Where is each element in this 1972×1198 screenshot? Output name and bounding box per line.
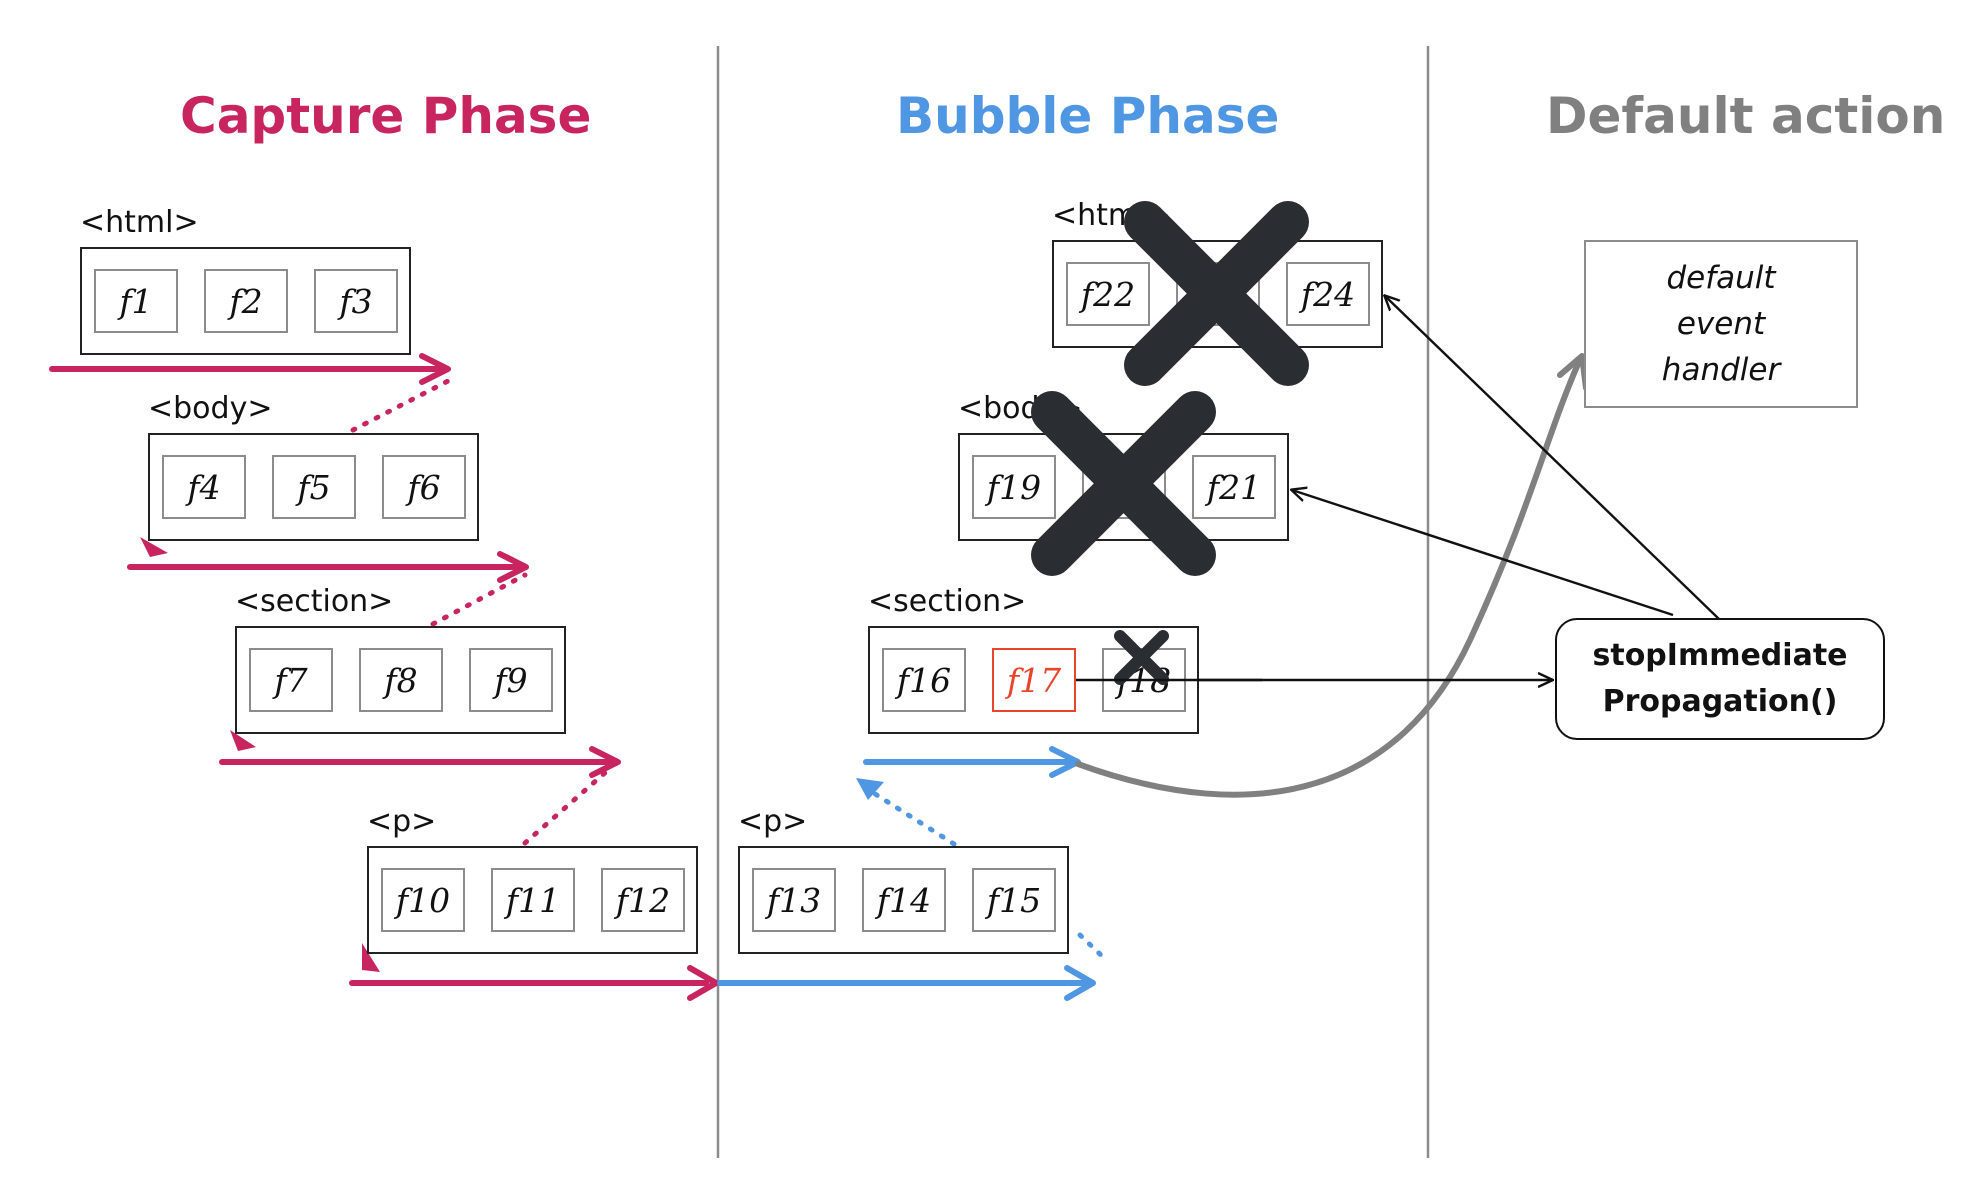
capture-html-tag: <html> [80,205,199,240]
handler-f18: f18 [1102,648,1186,712]
bubble-section-tag: <section> [868,584,1027,619]
handler-f1: f1 [94,269,178,333]
handler-f2: f2 [204,269,288,333]
capture-arrow-head-html [419,353,451,385]
capture-hook-section [230,730,256,751]
capture-dotted-section [430,572,528,627]
default-event-handler-box: default event handler [1584,240,1858,408]
capture-section-group: f7 f8 f9 [235,626,566,734]
handler-f4: f4 [162,455,246,519]
handler-f24: f24 [1286,262,1370,326]
capture-dotted-body [350,378,451,433]
capture-body-group: f4 f5 f6 [148,433,479,541]
bubble-section-group: f16 f17 f18 [868,626,1199,734]
handler-f20: f20 [1082,455,1166,519]
capture-dotted-p [522,768,610,846]
capture-body-tag: <body> [148,391,273,426]
handler-f16: f16 [882,648,966,712]
stop-box-line-1: stopImmediate [1592,638,1848,673]
stop-immediate-propagation-box: stopImmediate Propagation() [1555,618,1885,740]
capture-hook-body [140,537,168,557]
stop-line-to-html [1385,296,1721,621]
capture-p-group: f10 f11 f12 [367,846,698,954]
capture-hook-p [362,943,380,972]
handler-f12: f12 [601,868,685,932]
bubble-html-tag: <html> [1052,198,1171,233]
bubble-body-group: f19 f20 f21 [958,433,1289,541]
capture-section-tag: <section> [235,584,394,619]
bubble-p-tag: <p> [738,804,808,839]
capture-arrow-head-body [497,551,529,583]
bubble-dotted-section [869,789,957,847]
bubble-html-group: f22 f23 f24 [1052,240,1383,348]
handler-f8: f8 [359,648,443,712]
bubble-phase-heading: Bubble Phase [896,87,1280,145]
stop-line-to-body [1292,490,1674,617]
default-box-line-1: default [1666,260,1776,296]
handler-f17-highlighted: f17 [992,648,1076,712]
default-curve-arrow [1075,361,1581,798]
handler-f13: f13 [752,868,836,932]
default-box-line-2: event [1676,306,1766,342]
capture-arrow-head-p [687,965,719,1001]
handler-f6: f6 [382,455,466,519]
bubble-p-group: f13 f14 f15 [738,846,1069,954]
capture-html-group: f1 f2 f3 [80,247,411,355]
bubble-body-tag: <body> [958,391,1083,426]
handler-f10: f10 [381,868,465,932]
capture-phase-heading: Capture Phase [180,87,592,145]
capture-arrow-head-section [589,746,621,778]
default-box-line-3: handler [1661,352,1781,388]
handler-f5: f5 [272,455,356,519]
handler-f3: f3 [314,269,398,333]
handler-f7: f7 [249,648,333,712]
handler-f21: f21 [1192,455,1276,519]
handler-f19: f19 [972,455,1056,519]
handler-f15: f15 [972,868,1056,932]
handler-f22: f22 [1066,262,1150,326]
capture-p-tag: <p> [367,804,437,839]
default-action-heading: Default action [1546,87,1946,145]
handler-f11: f11 [491,868,575,932]
handler-f23: f23 [1176,262,1260,326]
handler-f14: f14 [862,868,946,932]
bubble-arrow-head-p [1064,965,1096,1001]
bubble-dotted-arrowhead [856,778,884,800]
stop-box-line-2: Propagation() [1602,684,1838,719]
bubble-dotted-p-tail [1077,932,1107,961]
handler-f9: f9 [469,648,553,712]
